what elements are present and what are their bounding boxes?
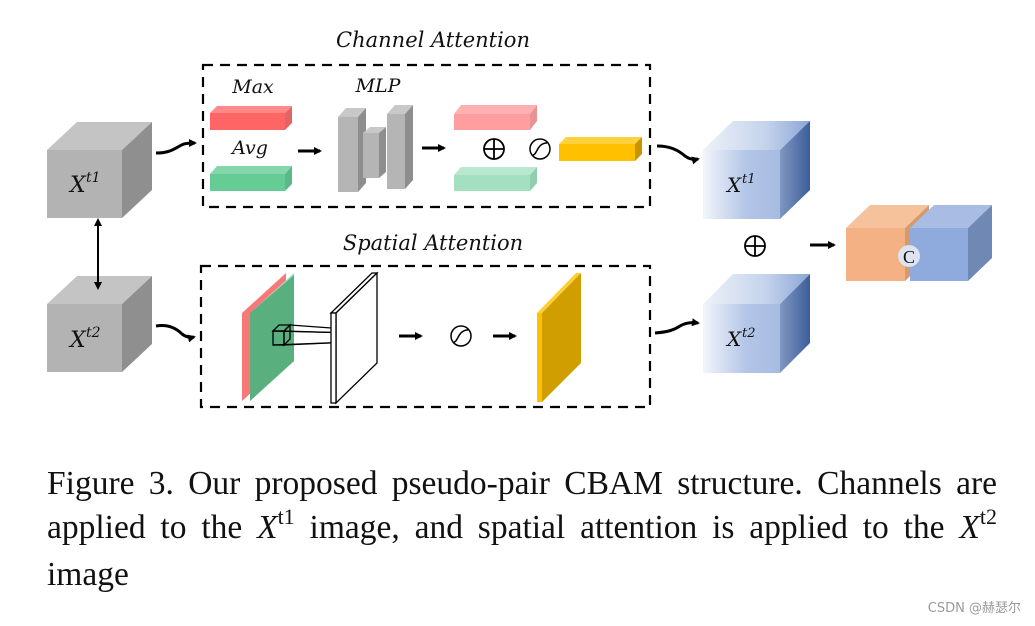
spatial-sigmoid-icon xyxy=(450,325,472,347)
input-x-t2-base: X xyxy=(68,328,87,353)
merge-add-icon xyxy=(744,235,766,257)
concat-cubes: C xyxy=(846,205,992,281)
concat-icon xyxy=(898,245,920,267)
spatial-attention-box xyxy=(199,264,652,409)
channel-attention-title: Channel Attention xyxy=(336,28,530,52)
caption-suffix: image xyxy=(47,556,129,593)
input-cube-x-t2: X t2 xyxy=(47,276,152,372)
watermark: CSDN @赫瑟尔 xyxy=(927,601,1021,616)
avg-label: Avg xyxy=(230,137,268,159)
arrow-to-output-t1 xyxy=(656,144,700,165)
input-x-t1-sup: t1 xyxy=(86,170,101,186)
spatial-attention-title: Spatial Attention xyxy=(343,231,523,255)
input-x-t1-base: X xyxy=(68,173,87,198)
output-x-t2-sup: t2 xyxy=(742,326,756,341)
figure-caption: Figure 3. Our proposed pseudo-pair CBAM … xyxy=(47,462,997,597)
caption-prefix: Figure 3. Our proposed pseudo-pair CBAM … xyxy=(47,465,997,546)
caption-math2-base: X xyxy=(959,509,980,546)
max-pool-vector xyxy=(210,106,292,130)
sigmoid-icon xyxy=(529,138,551,160)
spatial-pooled-maps xyxy=(242,273,294,401)
cbam-diagram: X t1 X t2 Channel Attention Max Avg MLP xyxy=(47,28,992,409)
caption-middle: image, and spatial attention is applied … xyxy=(294,509,960,546)
arrow-to-channel xyxy=(155,139,197,155)
input-cube-x-t1: X t1 xyxy=(47,122,152,218)
input-x-t2-sup: t2 xyxy=(86,325,101,341)
mlp-label: MLP xyxy=(355,75,402,97)
concat-label: C xyxy=(903,247,915,267)
max-label: Max xyxy=(231,76,274,98)
output-cube-x-t2: X t2 xyxy=(703,274,810,373)
spatial-attention-output xyxy=(537,273,581,402)
output-x-t1-base: X xyxy=(725,173,742,197)
add-icon xyxy=(483,138,505,160)
caption-math1-base: X xyxy=(257,509,278,546)
mlp-block xyxy=(338,105,413,192)
mlp-max-output xyxy=(454,105,537,130)
avg-pool-vector xyxy=(210,166,292,191)
output-x-t2-base: X xyxy=(725,327,742,351)
channel-attention-box xyxy=(201,63,652,209)
arrow-to-output-t2 xyxy=(654,318,700,335)
output-cube-x-t1: X t1 xyxy=(703,121,810,219)
arrow-to-spatial xyxy=(155,324,196,343)
caption-math1-sup: t1 xyxy=(277,504,295,529)
conv-output-plane xyxy=(329,271,379,405)
mlp-avg-output xyxy=(454,167,537,191)
caption-math2-sup: t2 xyxy=(979,504,997,529)
channel-attention-output xyxy=(559,137,642,161)
output-x-t1-sup: t1 xyxy=(742,172,756,187)
